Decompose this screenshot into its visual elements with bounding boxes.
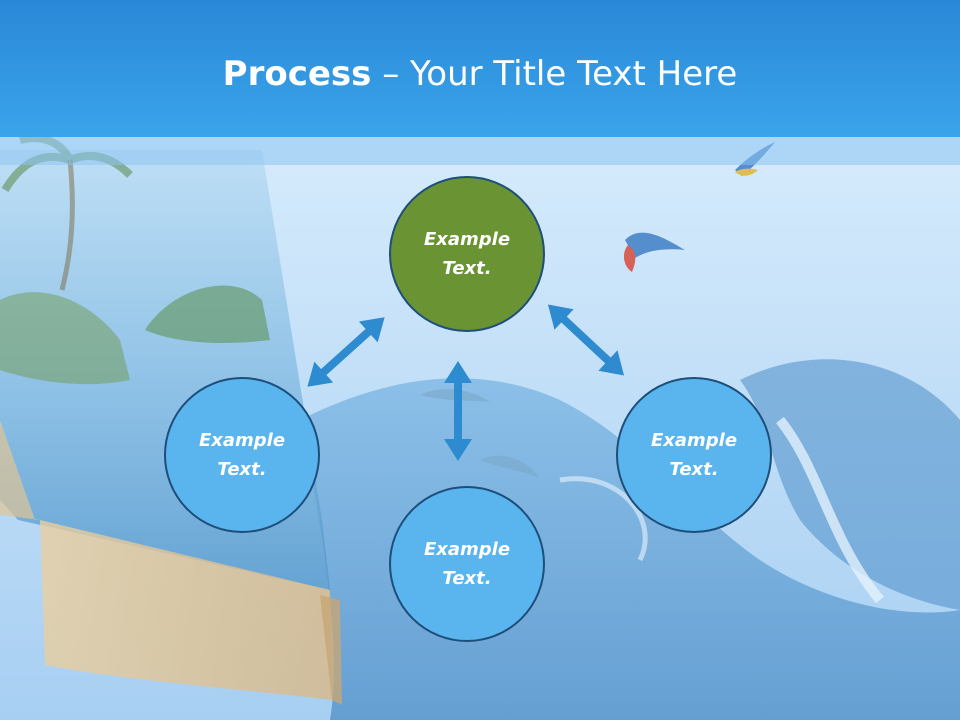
title-bold: Process bbox=[222, 54, 372, 94]
node-top-label: Example Text. bbox=[423, 229, 511, 279]
node-right[interactable]: Example Text. bbox=[616, 377, 772, 533]
title-rest: Your Title Text Here bbox=[410, 54, 738, 94]
node-bottom-label: Example Text. bbox=[423, 539, 511, 589]
arrow-vertical bbox=[444, 361, 472, 461]
node-right-label: Example Text. bbox=[650, 430, 738, 480]
arrow-top-right bbox=[547, 304, 625, 376]
node-left[interactable]: Example Text. bbox=[164, 377, 320, 533]
wave-crest-shape bbox=[740, 359, 960, 610]
node-left-label: Example Text. bbox=[198, 430, 286, 480]
parrot-icon bbox=[623, 232, 685, 272]
node-top[interactable]: Example Text. bbox=[389, 176, 545, 332]
title-dash: – bbox=[371, 54, 411, 94]
title-bar-band bbox=[0, 137, 960, 165]
node-bottom[interactable]: Example Text. bbox=[389, 486, 545, 642]
arrow-top-left bbox=[307, 317, 385, 387]
slide-title: Process – Your Title Text Here bbox=[0, 50, 960, 98]
book-cover-shape bbox=[40, 520, 332, 700]
title-bar bbox=[0, 0, 960, 137]
